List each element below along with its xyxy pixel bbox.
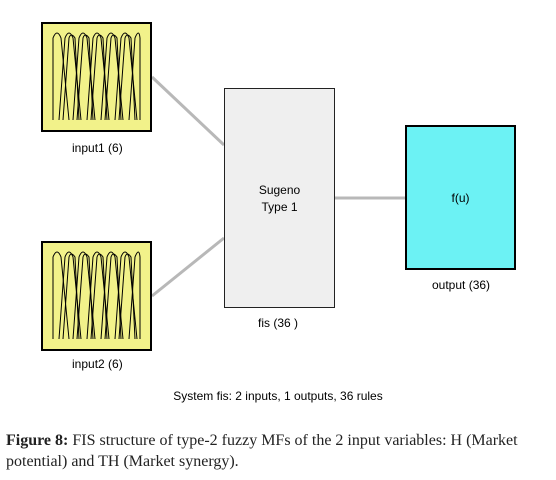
- input1-label: input1 (6): [72, 141, 123, 155]
- fis-type-text: Sugeno Type 1: [224, 182, 335, 216]
- caption-prefix: Figure 8:: [6, 432, 69, 449]
- caption-text: FIS structure of type-2 fuzzy MFs of the…: [6, 432, 518, 470]
- connector-input2-fis: [151, 236, 225, 298]
- membership-functions-icon: [52, 32, 141, 121]
- connector-input1-fis: [150, 75, 226, 147]
- output-label: output (36): [432, 278, 491, 292]
- figure-caption: Figure 8: FIS structure of type-2 fuzzy …: [6, 430, 551, 472]
- system-summary: System fis: 2 inputs, 1 outputs, 36 rule…: [173, 389, 383, 403]
- input2-label: input2 (6): [72, 357, 123, 371]
- input2-block[interactable]: [41, 241, 152, 351]
- fis-type-line2: Type 1: [261, 200, 298, 214]
- output-function-text: f(u): [451, 191, 470, 205]
- output-block[interactable]: [405, 125, 516, 270]
- input1-block[interactable]: [41, 22, 152, 132]
- fis-block[interactable]: [224, 88, 335, 308]
- fis-type-line1: Sugeno: [258, 183, 301, 197]
- fis-label: fis (36 ): [258, 316, 299, 330]
- membership-functions-icon: [52, 251, 141, 340]
